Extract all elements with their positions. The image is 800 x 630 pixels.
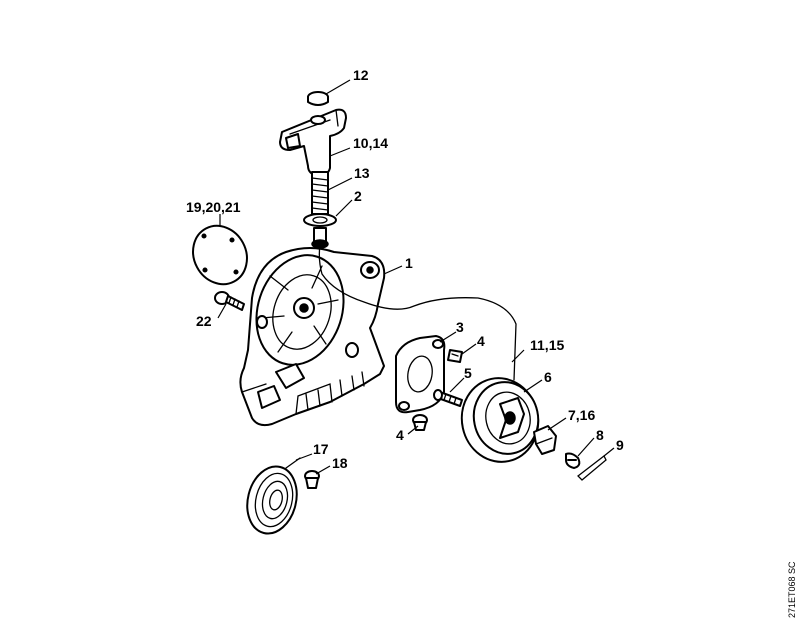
part-8-spring-clip — [565, 452, 581, 469]
part-13-spring-sleeve — [311, 171, 329, 215]
callout-12: 12 — [353, 67, 369, 83]
part-22-screw — [214, 291, 245, 311]
callout-6: 6 — [544, 369, 552, 385]
part-19-20-21-cover-plate — [192, 224, 248, 286]
callout-4-lower: 4 — [396, 427, 404, 443]
part-7-16-pawl — [533, 425, 557, 455]
callout-22: 22 — [196, 313, 212, 329]
leader-lines — [217, 79, 615, 475]
callout-13: 13 — [354, 165, 370, 181]
part-4-screw-upper — [447, 349, 463, 363]
callout-11-15: 11,15 — [530, 337, 564, 353]
part-17-rewind-spring — [246, 457, 301, 535]
callout-17: 17 — [313, 441, 329, 457]
part-6-rope-rotor — [460, 377, 540, 463]
part-3-guide-plate — [395, 335, 446, 414]
part-9-retaining-pin — [577, 455, 607, 481]
part-18-screw — [304, 470, 320, 489]
callout-10-14: 10,14 — [353, 135, 388, 151]
part-10-14-starter-grip — [279, 108, 347, 177]
drawing-code: 271ET068 SC — [787, 561, 797, 618]
starter-rope — [318, 243, 517, 381]
part-4-screw-lower — [412, 414, 428, 431]
part-5-screw — [433, 389, 463, 407]
callout-8: 8 — [596, 427, 604, 443]
callout-18: 18 — [332, 455, 348, 471]
callout-5: 5 — [464, 365, 472, 381]
callout-1: 1 — [405, 255, 413, 271]
part-12-handle-cap — [307, 91, 329, 106]
callout-2: 2 — [354, 188, 362, 204]
part-1-fan-housing — [239, 247, 386, 427]
callout-19-20-21: 19,20,21 — [186, 199, 241, 215]
callout-4-upper: 4 — [477, 333, 485, 349]
callout-3: 3 — [456, 319, 464, 335]
part-2-bushing — [303, 213, 337, 249]
callout-7-16: 7,16 — [568, 407, 595, 423]
callout-9: 9 — [616, 437, 624, 453]
